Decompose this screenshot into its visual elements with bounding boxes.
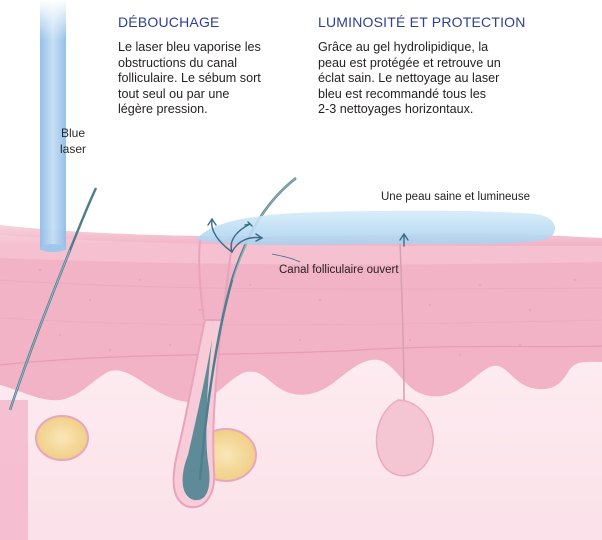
- paragraph-line: Grâce au gel hydrolipidique, la: [318, 40, 488, 54]
- heading-luminosite-protection: LUMINOSITÉ ET PROTECTION: [318, 14, 526, 30]
- paragraph-line: obstructions du canal: [118, 56, 237, 70]
- laser-label-line: laser: [60, 142, 86, 156]
- paragraph-line: tout seul ou par une: [118, 87, 229, 101]
- paragraph-debouchage: Le laser bleu vaporise les obstructions …: [118, 40, 296, 118]
- blue-laser-label: Blue laser: [57, 125, 89, 157]
- paragraph-line: éclat sain. Le nettoyage au laser: [318, 71, 499, 85]
- sebaceous-gland-left-a: [36, 416, 88, 460]
- heading-debouchage: DÉBOUCHAGE: [118, 14, 220, 30]
- open-canal-label: Canal folliculaire ouvert: [279, 264, 399, 276]
- paragraph-line: légère pression.: [118, 102, 208, 116]
- left-skin-block: [0, 400, 28, 540]
- paragraph-line: bleu est recommandé tous les: [318, 87, 486, 101]
- paragraph-line: folliculaire. Le sébum sort: [118, 71, 261, 85]
- paragraph-luminosite-protection: Grâce au gel hydrolipidique, la peau est…: [318, 40, 556, 118]
- paragraph-line: peau est protégée et retrouve un: [318, 56, 501, 70]
- paragraph-line: Le laser bleu vaporise les: [118, 40, 261, 54]
- paragraph-line: 2-3 nettoyages horizontaux.: [318, 102, 473, 116]
- healthy-skin-label: Une peau saine et lumineuse: [381, 191, 530, 203]
- laser-label-line: Blue: [61, 126, 85, 140]
